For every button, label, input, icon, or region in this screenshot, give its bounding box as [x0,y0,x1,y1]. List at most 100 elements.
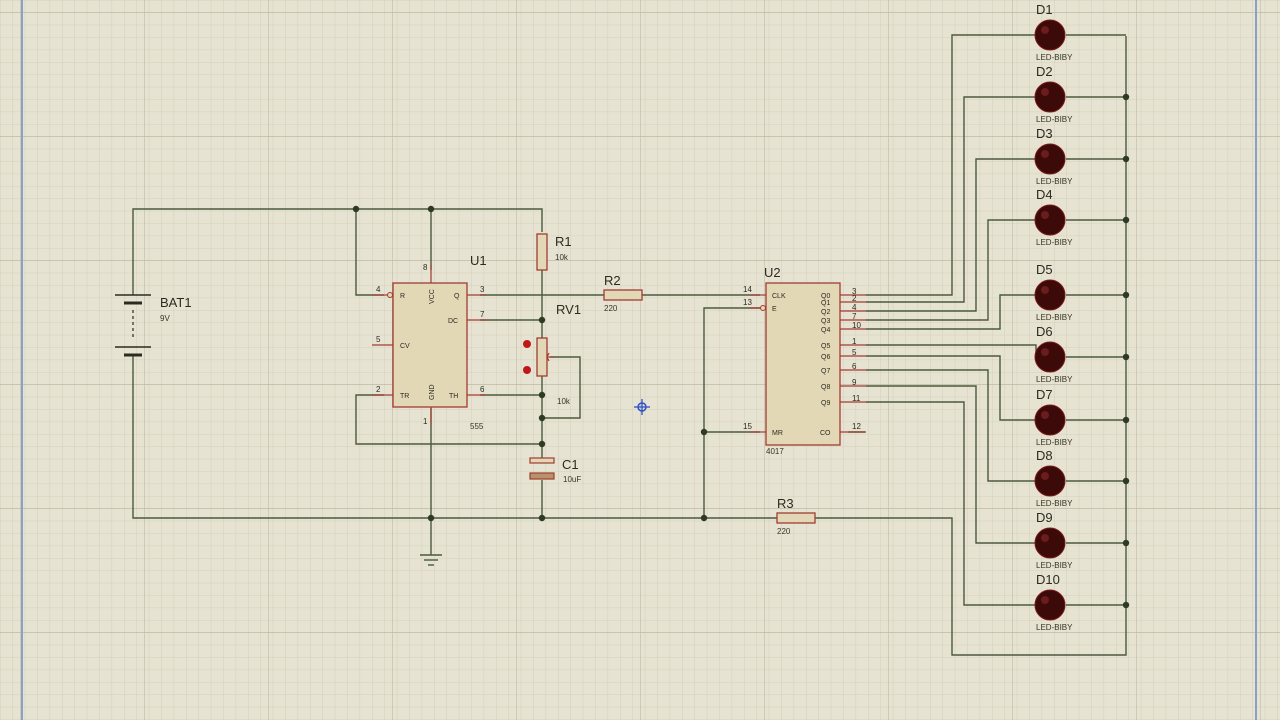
led-ref: D2 [1036,64,1053,79]
u1-pinnum-th: 6 [480,385,485,394]
u2-output-pin-number: 2 [852,294,857,303]
u1-pinnum-gnd: 1 [423,417,428,426]
u1-pinnum-q: 3 [480,285,485,294]
u2-output-pin-number: 6 [852,362,857,371]
u1-pin-tr: TR [400,393,409,400]
resistor-r3[interactable]: R3 220 [776,496,816,536]
led-highlight [1041,411,1049,419]
u2-ref: U2 [764,265,781,280]
led-ref: D7 [1036,387,1053,402]
led-highlight [1041,150,1049,158]
u2-output-pin-label: Q8 [821,384,830,391]
u1-pin-gnd: GND [429,384,436,400]
resistor-r2[interactable]: R2 220 [603,273,643,313]
c1-ref: C1 [562,457,579,472]
led-ref: D6 [1036,324,1053,339]
led-highlight [1041,26,1049,34]
r1-value: 10k [555,253,569,262]
battery-bat1[interactable]: BAT1 9V [115,294,192,357]
led-ref: D1 [1036,2,1053,17]
crosshair-cursor-icon [634,399,650,415]
u2-output-pin-label: Q0 [821,293,830,300]
potentiometer-rv1[interactable]: RV1 10k [523,302,581,406]
u2-output-pin-label: Q4 [821,327,830,334]
resistor-r1[interactable]: R1 10k [536,233,572,271]
u1-pin-q: Q [454,293,460,300]
r2-ref: R2 [604,273,621,288]
r3-value: 220 [777,527,791,536]
led-ref: D3 [1036,126,1053,141]
led-ref: D9 [1036,510,1053,525]
ic-u2-4017[interactable]: 14 CLK 13 E 15 MR CO 12 Q03Q12Q24Q37Q410… [743,265,866,456]
bat1-value: 9V [160,314,170,323]
r1-ref: R1 [555,234,572,249]
led-lens [1034,465,1066,497]
u2-output-pin-number: 10 [852,321,861,330]
u1-pin-r: R [400,293,405,300]
junctions [352,93,1130,609]
u1-part: 555 [470,422,484,431]
u1-pinnum-tr: 2 [376,385,381,394]
u1-pinnum-dc: 7 [480,310,485,319]
led-lens [1034,279,1066,311]
led-lens [1034,19,1066,51]
u2-output-pin-number: 11 [852,394,861,403]
u1-pin-dc: DC [448,318,458,325]
led-value: LED-BIBY [1036,623,1073,632]
led-value: LED-BIBY [1036,238,1073,247]
u2-output-pin-label: Q5 [821,343,830,350]
u1-pinnum-r: 4 [376,285,381,294]
u2-output-pin-number: 5 [852,348,857,357]
rv1-increment-handle[interactable] [523,340,531,348]
u1-pin-cv: CV [400,343,410,350]
u2-output-pin-label: Q9 [821,400,830,407]
led-value: LED-BIBY [1036,499,1073,508]
u1-pin-th: TH [449,393,458,400]
rv1-decrement-handle[interactable] [523,366,531,374]
ic-u1-555[interactable]: R CV TR Q DC TH VCC GND 4 5 2 3 7 6 8 1 … [372,253,487,431]
r3-ref: R3 [777,496,794,511]
u2-pin-mr: MR [772,430,783,437]
led-ref: D5 [1036,262,1053,277]
led-value: LED-BIBY [1036,53,1073,62]
rv1-ref: RV1 [556,302,581,317]
led-lens [1034,204,1066,236]
led-lens [1034,143,1066,175]
u2-output-pin-number: 4 [852,303,857,312]
u2-pinnum-mr: 15 [743,422,752,431]
led-value: LED-BIBY [1036,561,1073,570]
led-lens [1034,81,1066,113]
led-highlight [1041,286,1049,294]
led-column: D1LED-BIBYD2LED-BIBYD3LED-BIBYD4LED-BIBY… [1034,2,1073,632]
bat1-ref: BAT1 [160,295,192,310]
led-highlight [1041,211,1049,219]
u1-ref: U1 [470,253,487,268]
led-highlight [1041,472,1049,480]
u2-pinnum-co: 12 [852,422,861,431]
led-highlight [1041,534,1049,542]
u2-output-pin-number: 3 [852,287,857,296]
u2-pinnum-e: 13 [743,298,752,307]
c1-value: 10uF [563,475,581,484]
u2-output-pin-label: Q2 [821,309,830,316]
capacitor-c1[interactable]: C1 10uF [529,457,581,484]
led-value: LED-BIBY [1036,177,1073,186]
led-ref: D10 [1036,572,1060,587]
ground-symbol [420,554,442,566]
u2-output-pin-label: Q3 [821,318,830,325]
led-value: LED-BIBY [1036,438,1073,447]
u2-output-pin-number: 1 [852,337,857,346]
